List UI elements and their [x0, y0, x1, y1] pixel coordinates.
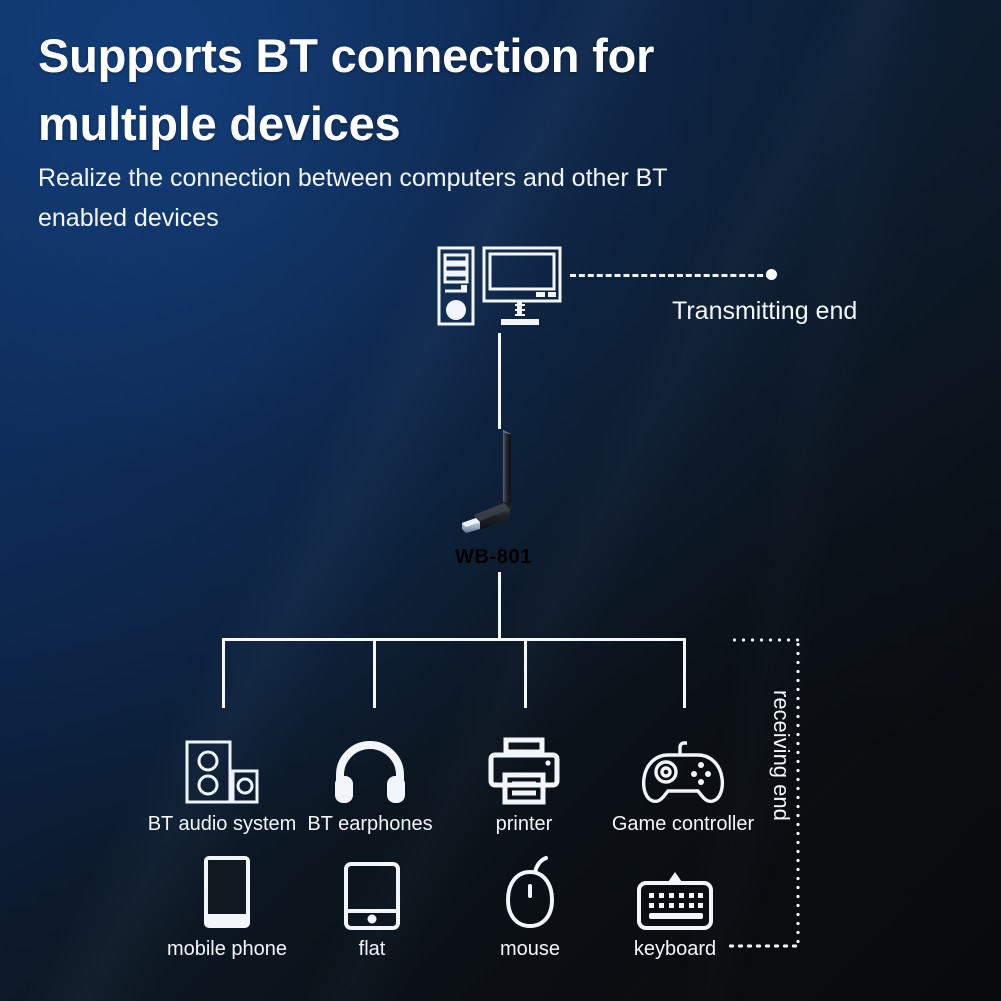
adapter-to-bus-line — [498, 572, 501, 640]
receiving-bracket-top — [730, 638, 800, 642]
printer-icon — [444, 725, 604, 805]
branch-line-3 — [524, 638, 527, 708]
keyboard-icon — [595, 850, 755, 930]
device-keyboard: keyboard — [595, 850, 755, 961]
device-label: Game controller — [611, 813, 755, 835]
desktop-computer-icon — [437, 246, 563, 326]
distribution-bus-line — [222, 638, 686, 641]
device-label: keyboard — [633, 938, 717, 960]
product-model-label: WB-801 — [455, 546, 532, 568]
branch-line-2 — [373, 638, 376, 708]
receiving-bracket-side — [796, 640, 800, 946]
device-mobile-phone: mobile phone — [147, 850, 307, 961]
page-subtitle: Realize the connection between computers… — [38, 164, 668, 232]
device-game-controller: Game controller — [603, 725, 763, 836]
device-bt-earphones: BT earphones — [290, 725, 450, 836]
branch-line-1 — [222, 638, 225, 708]
speaker-icon — [142, 725, 302, 805]
computer-to-adapter-line — [498, 333, 501, 429]
device-label: BT earphones — [307, 813, 433, 835]
device-flat: flat — [292, 850, 452, 961]
device-printer: printer — [444, 725, 604, 836]
device-mouse: mouse — [450, 850, 610, 961]
transmitting-dashed-line — [570, 274, 772, 277]
transmitting-endpoint-dot — [766, 269, 777, 280]
gamepad-icon — [603, 725, 763, 805]
device-bt-audio-system: BT audio system — [142, 725, 302, 836]
device-label: mobile phone — [166, 938, 288, 960]
receiving-end-label: receiving end — [769, 690, 794, 821]
mouse-icon — [450, 850, 610, 930]
device-label: flat — [358, 938, 386, 960]
transmitting-end-label: Transmitting end — [672, 297, 858, 325]
smartphone-icon — [147, 850, 307, 930]
device-label: mouse — [499, 938, 561, 960]
headphones-icon — [290, 725, 450, 805]
device-label: BT audio system — [147, 813, 297, 835]
tablet-icon — [292, 850, 452, 930]
device-label: printer — [495, 813, 553, 835]
page-title: Supports BT connection for multiple devi… — [38, 29, 655, 150]
usb-adapter-icon — [460, 425, 530, 540]
keyboard-to-bracket-dotted-line — [726, 944, 798, 948]
branch-line-4 — [683, 638, 686, 708]
